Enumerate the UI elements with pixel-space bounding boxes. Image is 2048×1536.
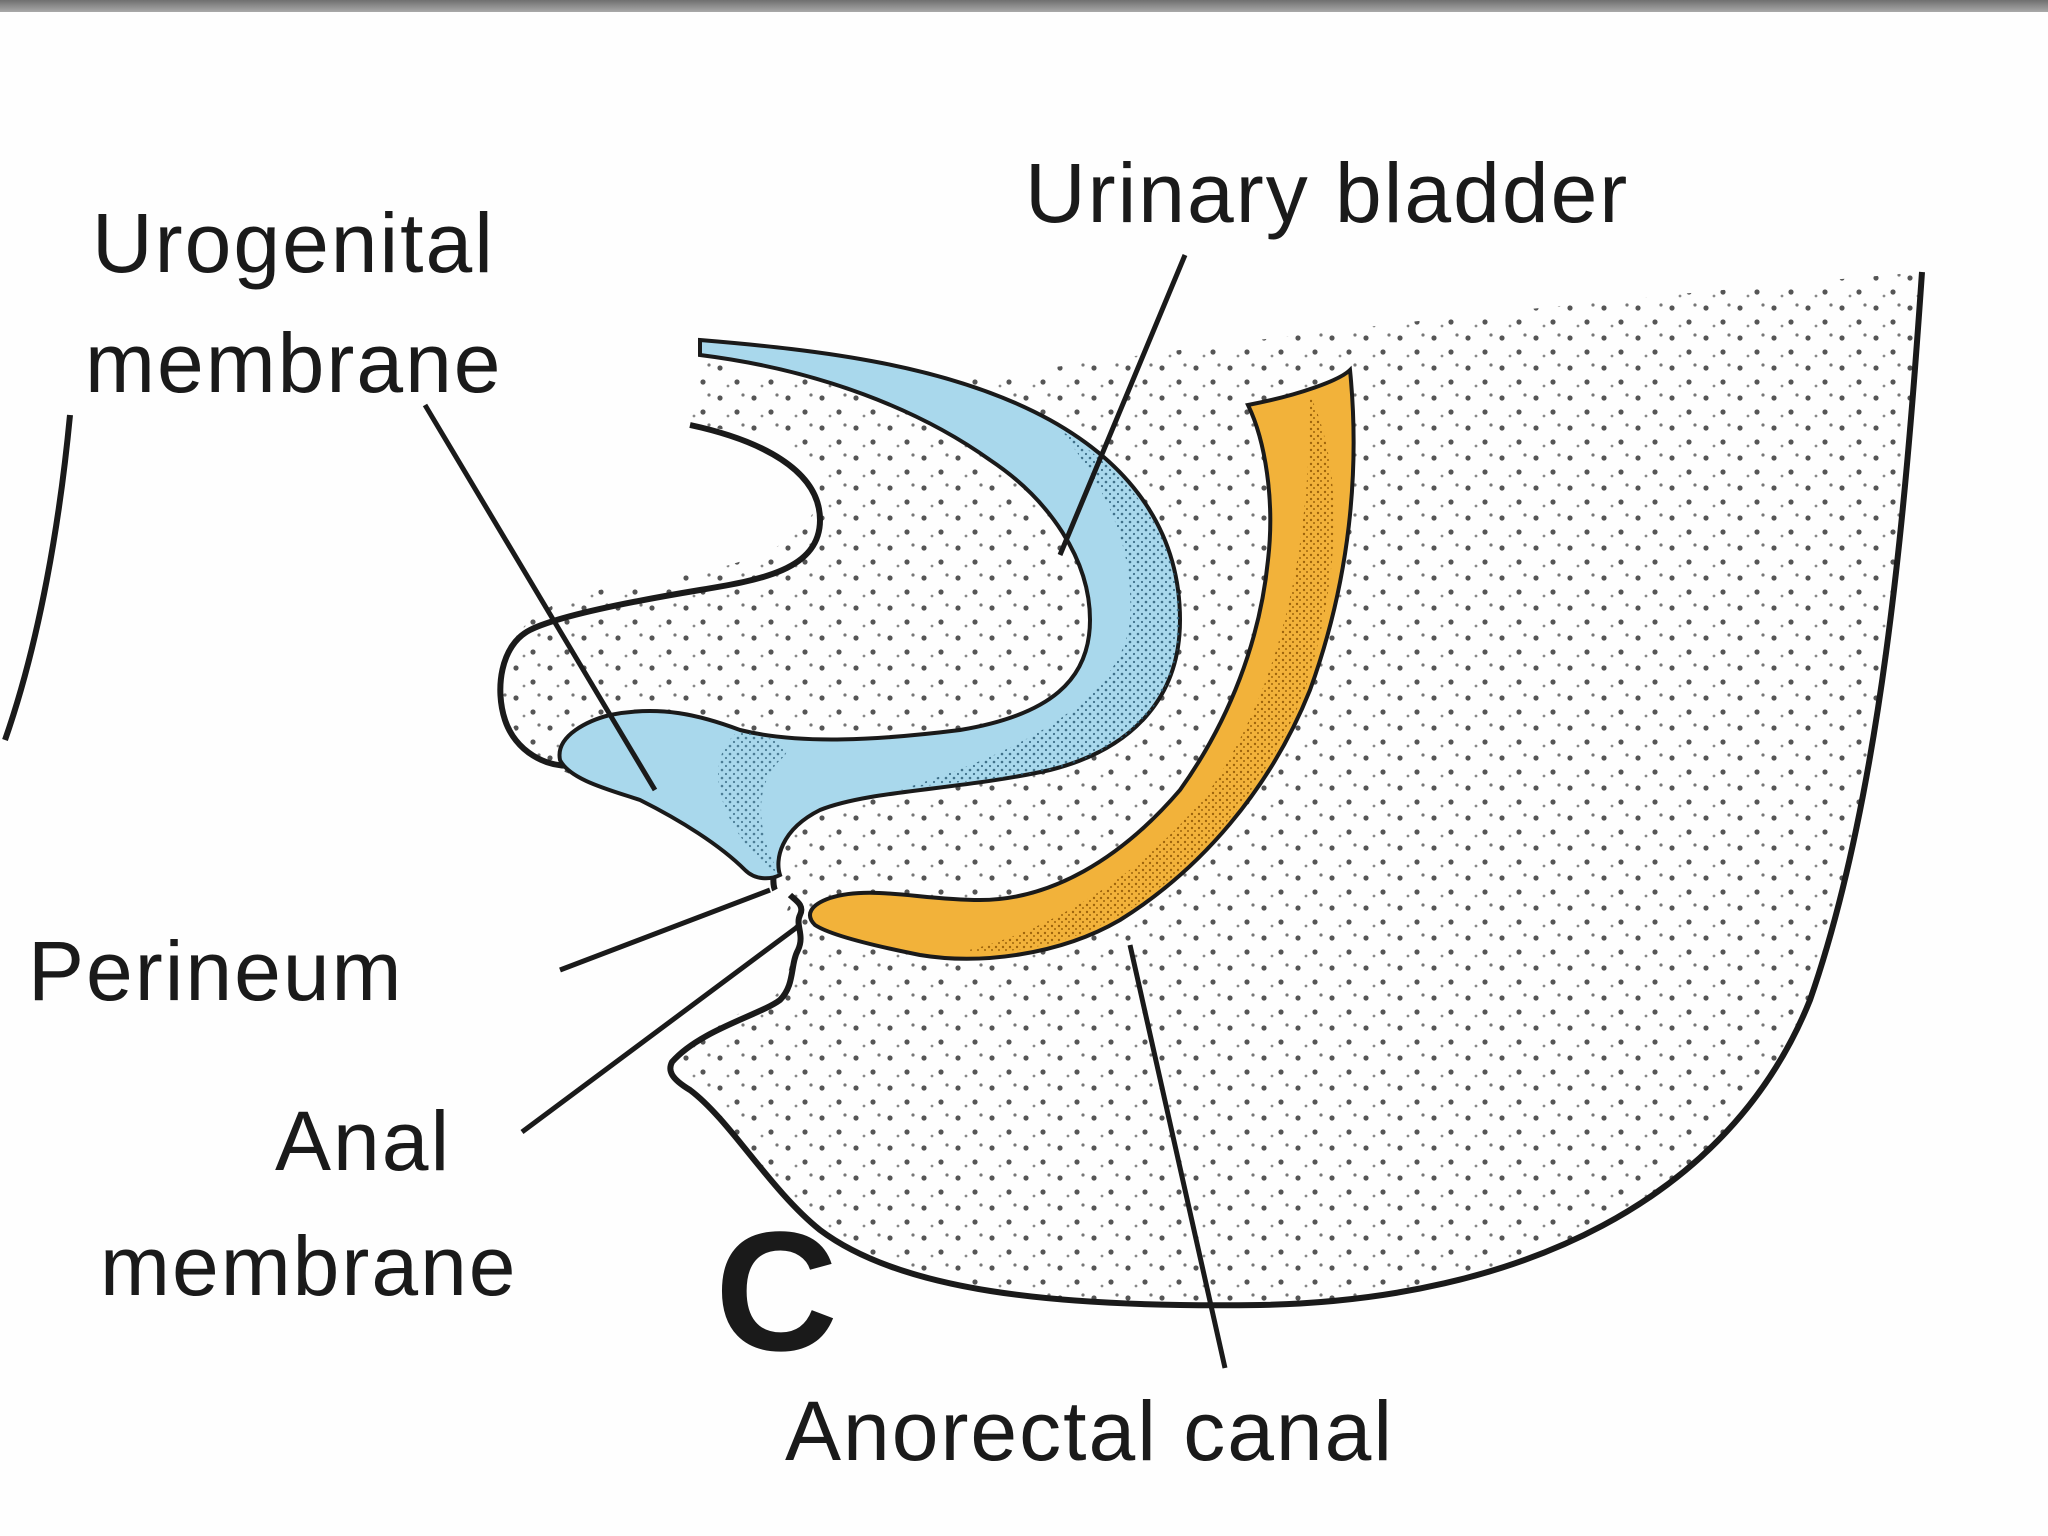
panel-letter: C (715, 1197, 838, 1387)
label-anal-line1: Anal (275, 1094, 451, 1188)
left-body-edge (2, 414, 73, 741)
leader-anal-membrane (520, 922, 802, 1135)
label-anorectal-canal: Anorectal canal (785, 1384, 1394, 1478)
leader-anorectal-canal (1127, 944, 1228, 1369)
label-urogenital-line1: Urogenital (92, 196, 495, 290)
label-urinary-bladder: Urinary bladder (1025, 146, 1629, 240)
window-top-bar (0, 0, 2048, 12)
leader-urogenital-membrane (422, 403, 658, 792)
leader-urinary-bladder (1057, 254, 1188, 556)
label-anal-line2: membrane (100, 1219, 518, 1313)
label-urogenital-line2: membrane (85, 316, 503, 410)
urinary-bladder-shading (900, 430, 1180, 790)
body-outline (667, 271, 1925, 1309)
bladder-neck-shading (718, 730, 787, 875)
label-perineum: Perineum (28, 924, 404, 1018)
leader-perineum (559, 887, 771, 973)
